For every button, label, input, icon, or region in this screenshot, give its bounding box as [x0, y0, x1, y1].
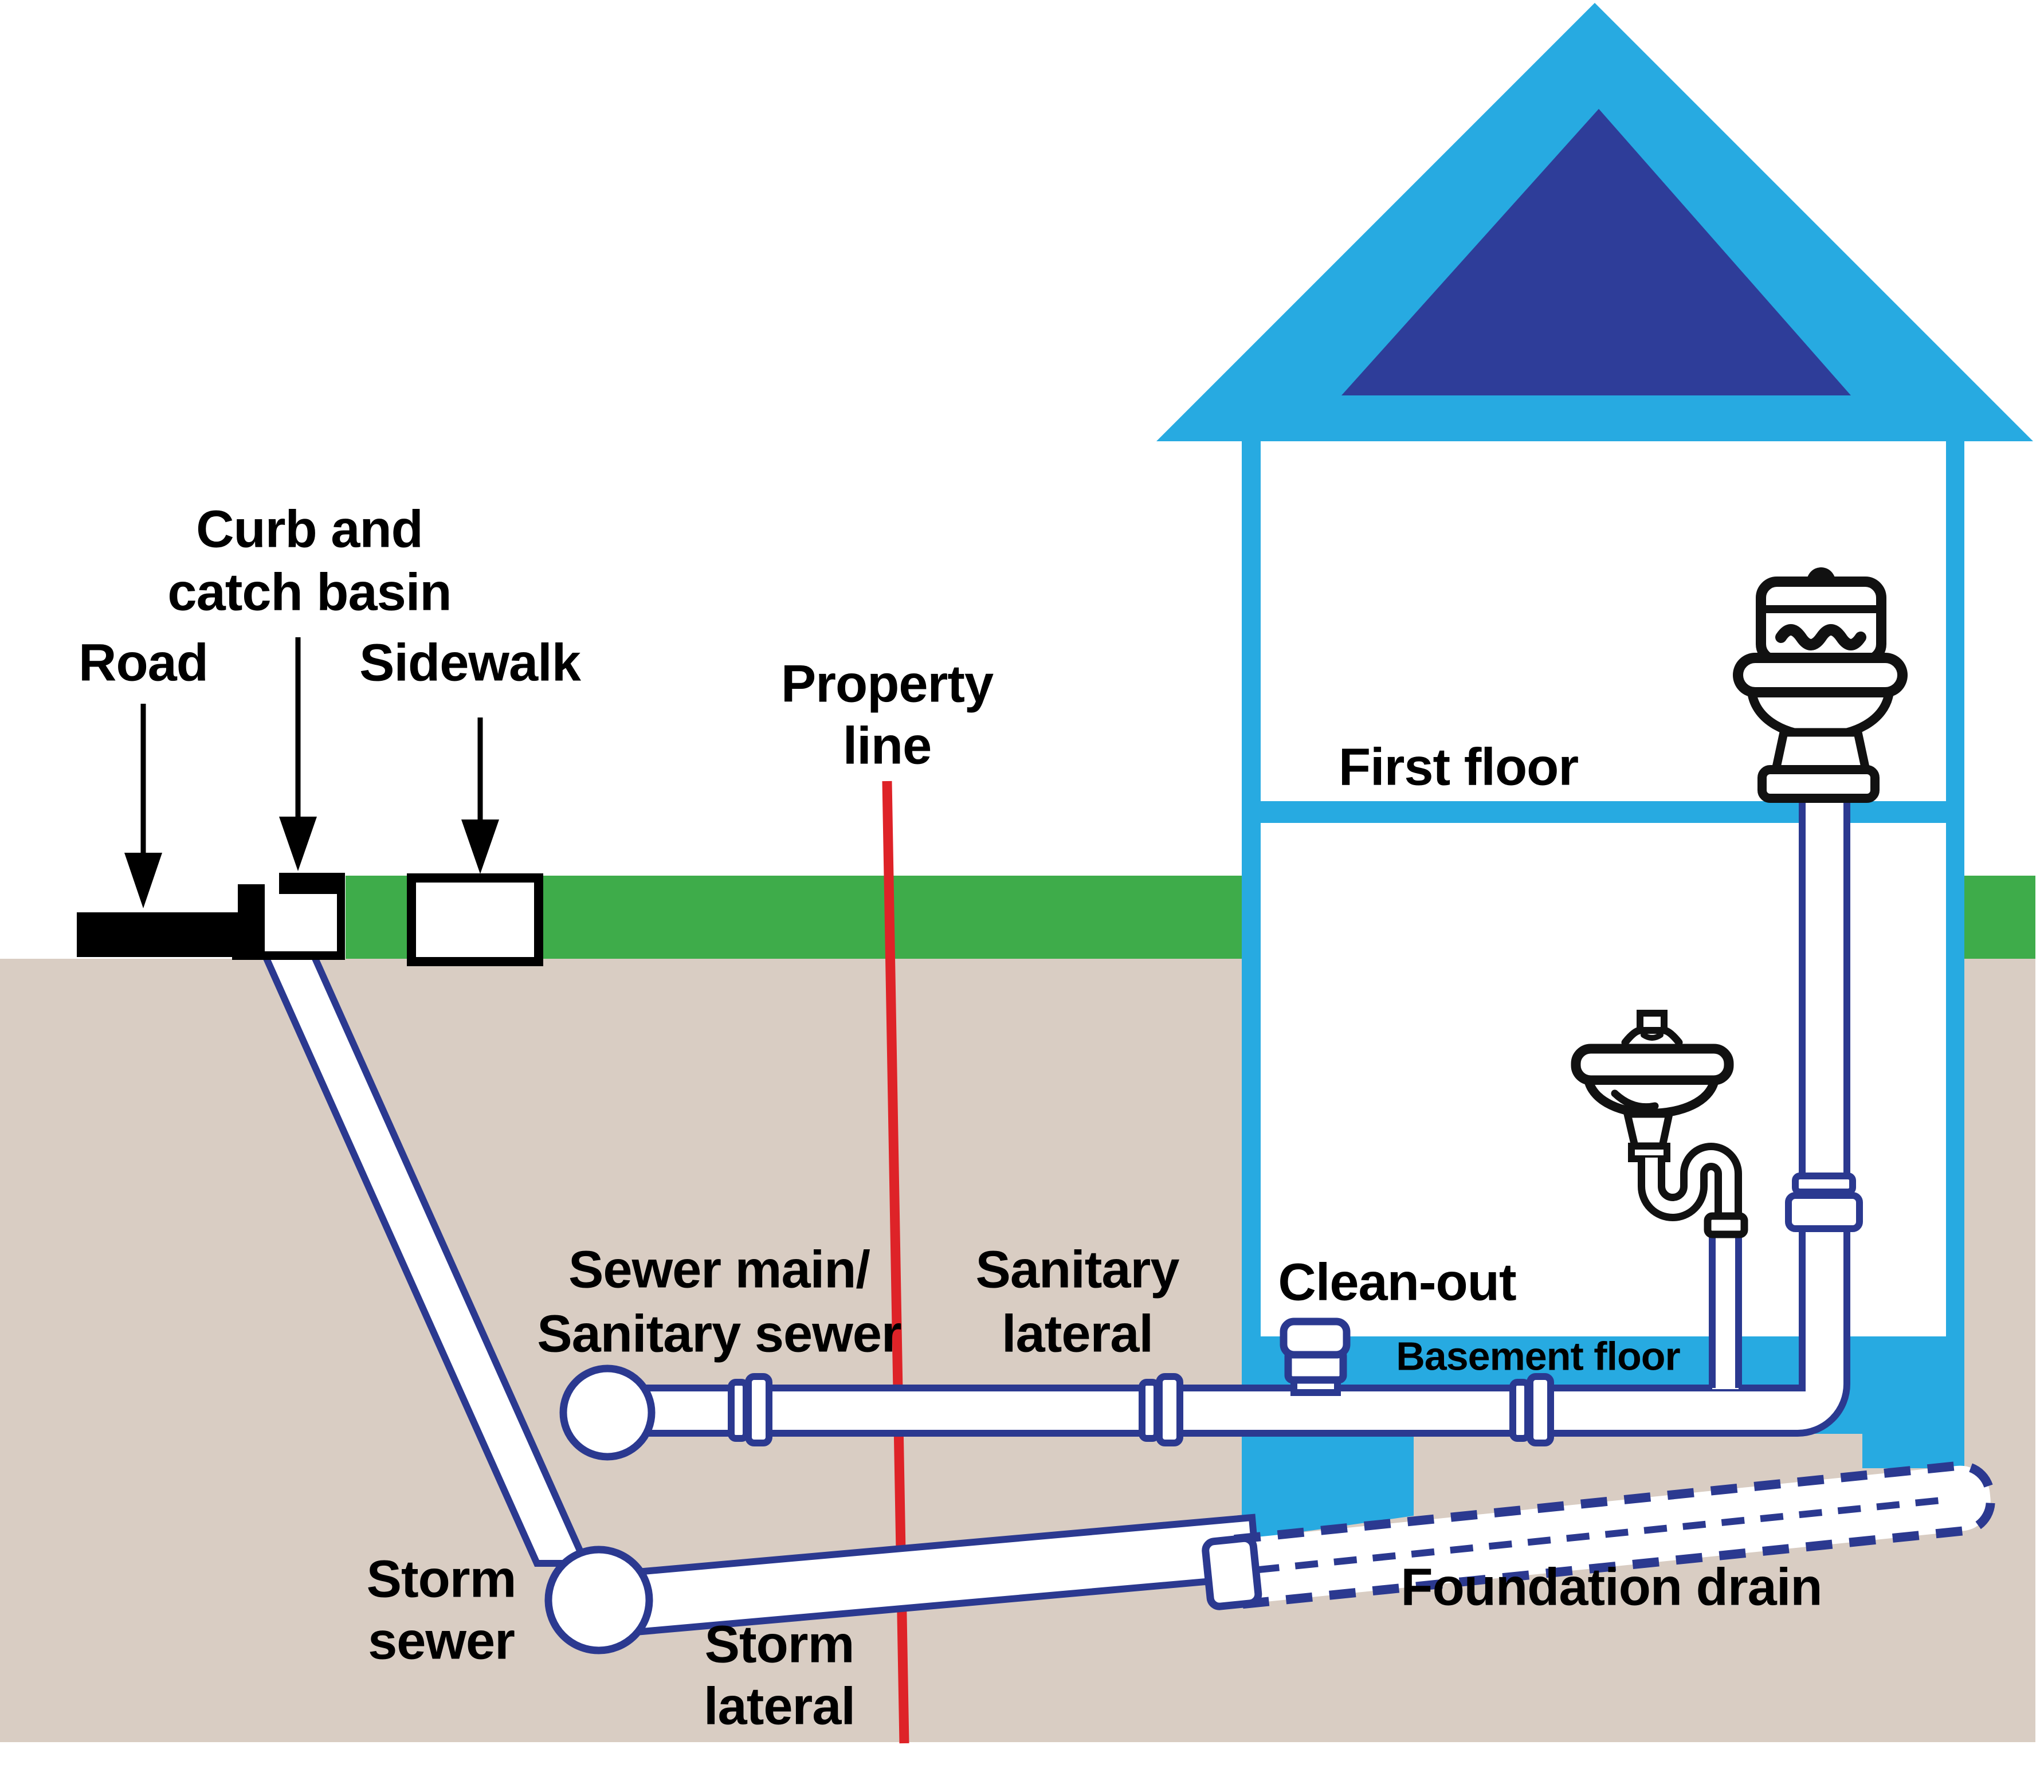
- property-line-label-line1: Property: [781, 654, 994, 713]
- catch-basin-right: [337, 873, 345, 960]
- sidewalk-slab: [407, 873, 543, 966]
- street: [77, 873, 591, 1567]
- stack-coupling: [1785, 1173, 1863, 1232]
- callout-arrows: [124, 637, 499, 908]
- toilet-icon: [1733, 567, 1908, 803]
- road-arrow: [124, 704, 162, 908]
- sewer-main-label-line1: Sewer main/: [568, 1240, 870, 1299]
- right-wall: [1946, 440, 1964, 1481]
- clean-out-fitting: [1280, 1317, 1351, 1396]
- catch-basin-bottom: [232, 951, 345, 960]
- sidewalk-arrow: [461, 717, 499, 874]
- sanitary-sewer-main: [559, 1364, 656, 1461]
- clean-out-label: Clean-out: [1278, 1253, 1516, 1311]
- pipe-coupling: [728, 1373, 772, 1446]
- grass-strip-right: [1964, 876, 2035, 959]
- foundation-drain: [1202, 1461, 1995, 1610]
- storm-lateral-label-line2: lateral: [704, 1677, 855, 1735]
- p-trap-inner: [1645, 1150, 1735, 1219]
- curb-label-line2: catch basin: [167, 563, 451, 621]
- property-line-label-line2: line: [843, 716, 931, 775]
- foundation-drain-inlet: [1202, 1534, 1262, 1610]
- storm-sewer-main: [544, 1546, 653, 1654]
- sanitary-lateral-label-line2: lateral: [1002, 1304, 1153, 1363]
- first-floor-label: First floor: [1339, 738, 1579, 796]
- storm-sewer-label-line2: sewer: [368, 1611, 515, 1670]
- curb: [238, 884, 265, 957]
- catch-basin-top: [279, 873, 345, 894]
- faucet-icon: [1621, 1010, 1683, 1046]
- curb-label-line1: Curb and: [196, 500, 423, 558]
- storm-lateral-label-line1: Storm: [705, 1615, 854, 1673]
- storm-sewer-label-line1: Storm: [367, 1550, 516, 1608]
- sanitary-lateral-label-line1: Sanitary: [975, 1240, 1179, 1299]
- curb-arrow: [279, 637, 317, 871]
- sink-drain-pipe: [1709, 1233, 1742, 1389]
- roof-gable-icon: [1341, 109, 1851, 395]
- sink-icon: [1571, 1010, 1748, 1238]
- road-label: Road: [79, 633, 208, 692]
- left-footing: [1242, 1434, 1414, 1540]
- foundation-drain-pipe: [1203, 1461, 1995, 1609]
- left-wall: [1242, 440, 1261, 1542]
- sewer-main-label-line2: Sanitary sewer: [537, 1304, 901, 1363]
- sanitary-pipe-outline: [607, 799, 1850, 1437]
- sanitary-run: [607, 799, 1863, 1446]
- pipe-coupling: [1509, 1373, 1554, 1446]
- basement-floor-label: Basement floor: [1396, 1334, 1680, 1378]
- sidewalk-label: Sidewalk: [359, 633, 582, 692]
- pipe-coupling: [1139, 1373, 1183, 1446]
- foundation-drain-label: Foundation drain: [1400, 1558, 1822, 1616]
- road-surface: [77, 912, 264, 957]
